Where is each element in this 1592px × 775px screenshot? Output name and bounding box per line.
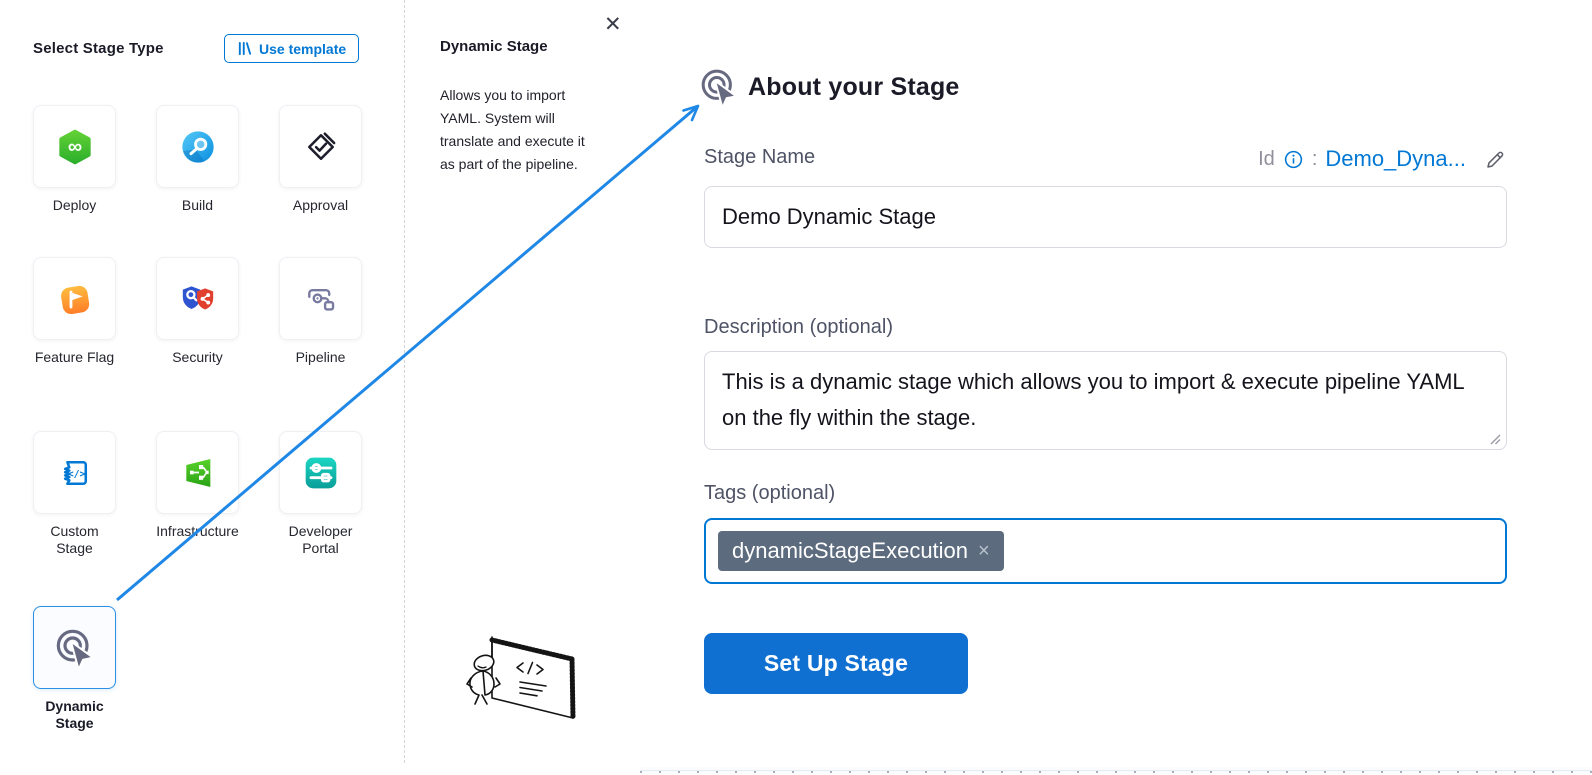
page-title: Select Stage Type: [33, 40, 164, 57]
id-value[interactable]: Demo_Dyna...: [1325, 146, 1466, 172]
info-panel-description: Allows you to import YAML. System will t…: [440, 84, 592, 176]
tag-chip-text: dynamicStageExecution: [732, 538, 968, 564]
stage-name-label: Stage Name: [704, 146, 815, 169]
custom-stage-icon: </>: [56, 454, 94, 492]
textarea-resize-grip[interactable]: [1489, 432, 1501, 450]
stage-label-deploy: Deploy: [53, 197, 97, 214]
tag-chip: dynamicStageExecution ×: [718, 531, 1004, 571]
stage-card-deploy[interactable]: ∞: [33, 105, 116, 188]
stage-label-approval: Approval: [293, 197, 348, 214]
use-template-button[interactable]: Use template: [224, 34, 359, 63]
pipeline-icon: [302, 280, 340, 318]
stage-label-pipeline: Pipeline: [296, 349, 346, 366]
svg-text:</>: </>: [67, 468, 85, 479]
security-icon: [177, 279, 219, 319]
build-icon: [178, 127, 218, 167]
tags-label: Tags (optional): [704, 482, 835, 505]
set-up-stage-button[interactable]: Set Up Stage: [704, 633, 968, 694]
infrastructure-icon: [178, 453, 218, 493]
stage-label-custom-stage: Custom Stage: [33, 523, 116, 557]
dynamic-stage-icon: [55, 628, 95, 668]
stage-card-dynamic-stage[interactable]: [33, 606, 116, 689]
about-panel-title: About your Stage: [748, 73, 960, 102]
edit-pencil-icon[interactable]: [1484, 148, 1507, 171]
feature-flag-icon: [55, 279, 95, 319]
stage-card-developer-portal[interactable]: [279, 431, 362, 514]
tags-input[interactable]: dynamicStageExecution ×: [704, 518, 1507, 584]
close-icon[interactable]: ✕: [604, 14, 622, 35]
panel-separator: [404, 0, 405, 763]
stage-card-custom-stage[interactable]: </>: [33, 431, 116, 514]
developer-portal-icon: [301, 453, 341, 493]
stage-name-input[interactable]: [704, 186, 1507, 248]
id-colon: :: [1312, 148, 1318, 171]
template-library-icon: [237, 41, 252, 56]
stage-label-feature-flag: Feature Flag: [35, 349, 114, 366]
stage-label-build: Build: [182, 197, 213, 214]
info-icon[interactable]: [1283, 149, 1304, 170]
stage-label-dynamic-stage: Dynamic Stage: [33, 698, 116, 732]
stage-card-build[interactable]: [156, 105, 239, 188]
description-textarea[interactable]: This is a dynamic stage which allows you…: [704, 351, 1507, 450]
stage-label-developer-portal: Developer Portal: [279, 523, 362, 557]
stage-card-security[interactable]: [156, 257, 239, 340]
approval-icon: [302, 128, 340, 166]
stage-label-security: Security: [172, 349, 223, 366]
stage-card-pipeline[interactable]: [279, 257, 362, 340]
description-label: Description (optional): [704, 316, 893, 339]
stage-card-feature-flag[interactable]: [33, 257, 116, 340]
info-panel-title: Dynamic Stage: [440, 38, 548, 55]
id-label: Id: [1258, 148, 1275, 171]
deploy-icon: ∞: [55, 127, 95, 167]
whiteboard-sketch-illustration: [450, 626, 585, 733]
pipeline-canvas-edge: [640, 767, 1592, 775]
stage-card-approval[interactable]: [279, 105, 362, 188]
svg-text:∞: ∞: [67, 136, 81, 158]
stage-label-infrastructure: Infrastructure: [156, 523, 238, 540]
stage-card-infrastructure[interactable]: [156, 431, 239, 514]
tag-remove-icon[interactable]: ×: [978, 541, 990, 561]
dynamic-stage-header-icon: [700, 68, 738, 106]
